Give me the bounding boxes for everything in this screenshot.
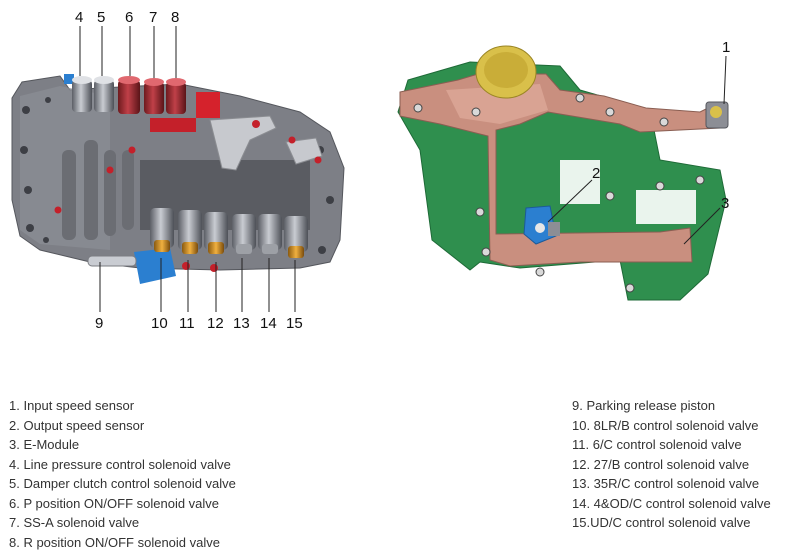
callout-5: 5	[97, 9, 105, 26]
callout-13: 13	[233, 315, 250, 332]
leader-lines-right	[547, 55, 727, 245]
legend-item: 12. 27/B control solenoid valve	[572, 456, 750, 472]
callout-14: 14	[260, 315, 277, 332]
callout-4: 4	[75, 9, 83, 26]
legend-item: 5. Damper clutch control solenoid valve	[9, 476, 236, 491]
legend-left: 1. Input speed sensor 2. Output speed se…	[9, 396, 236, 552]
legend-item: 2. Output speed sensor	[9, 417, 145, 433]
legend-item: 13. 35R/C control solenoid valve	[572, 476, 760, 491]
callout-6: 6	[125, 9, 133, 26]
legend-item: 4. Line pressure control solenoid valve	[9, 456, 231, 472]
legend-item: 8. R position ON/OFF solenoid valve	[9, 534, 220, 550]
callout-8: 8	[171, 9, 179, 26]
legend-item: 1. Input speed sensor	[9, 398, 135, 413]
legend-right: 9. Parking release piston 10. 8LR/B cont…	[572, 396, 771, 533]
leader-lines-left	[79, 26, 296, 312]
legend-item: 11. 6/C control solenoid valve	[572, 437, 742, 452]
legend-item: 14. 4&OD/C control solenoid valve	[572, 495, 771, 511]
e-module-illustration	[397, 45, 729, 301]
top-solenoids	[72, 76, 186, 114]
legend-item: 7. SS-A solenoid valve	[9, 515, 140, 530]
callout-1: 1	[722, 39, 730, 56]
callout-7: 7	[149, 9, 157, 26]
callout-12: 12	[207, 315, 224, 332]
callout-11: 11	[179, 315, 195, 332]
valve-body-illustration	[11, 74, 345, 284]
callout-15: 15	[286, 315, 303, 332]
legend-item: 3. E-Module	[9, 437, 80, 452]
callout-10: 10	[151, 315, 168, 332]
legend-item: 15.UD/C control solenoid valve	[572, 515, 751, 530]
legend-item: 10. 8LR/B control solenoid valve	[572, 417, 759, 433]
callout-2: 2	[592, 165, 600, 182]
legend-item: 6. P position ON/OFF solenoid valve	[9, 495, 220, 511]
legend-item: 9. Parking release piston	[572, 398, 716, 413]
callout-3: 3	[721, 195, 729, 212]
callout-9: 9	[95, 315, 103, 332]
